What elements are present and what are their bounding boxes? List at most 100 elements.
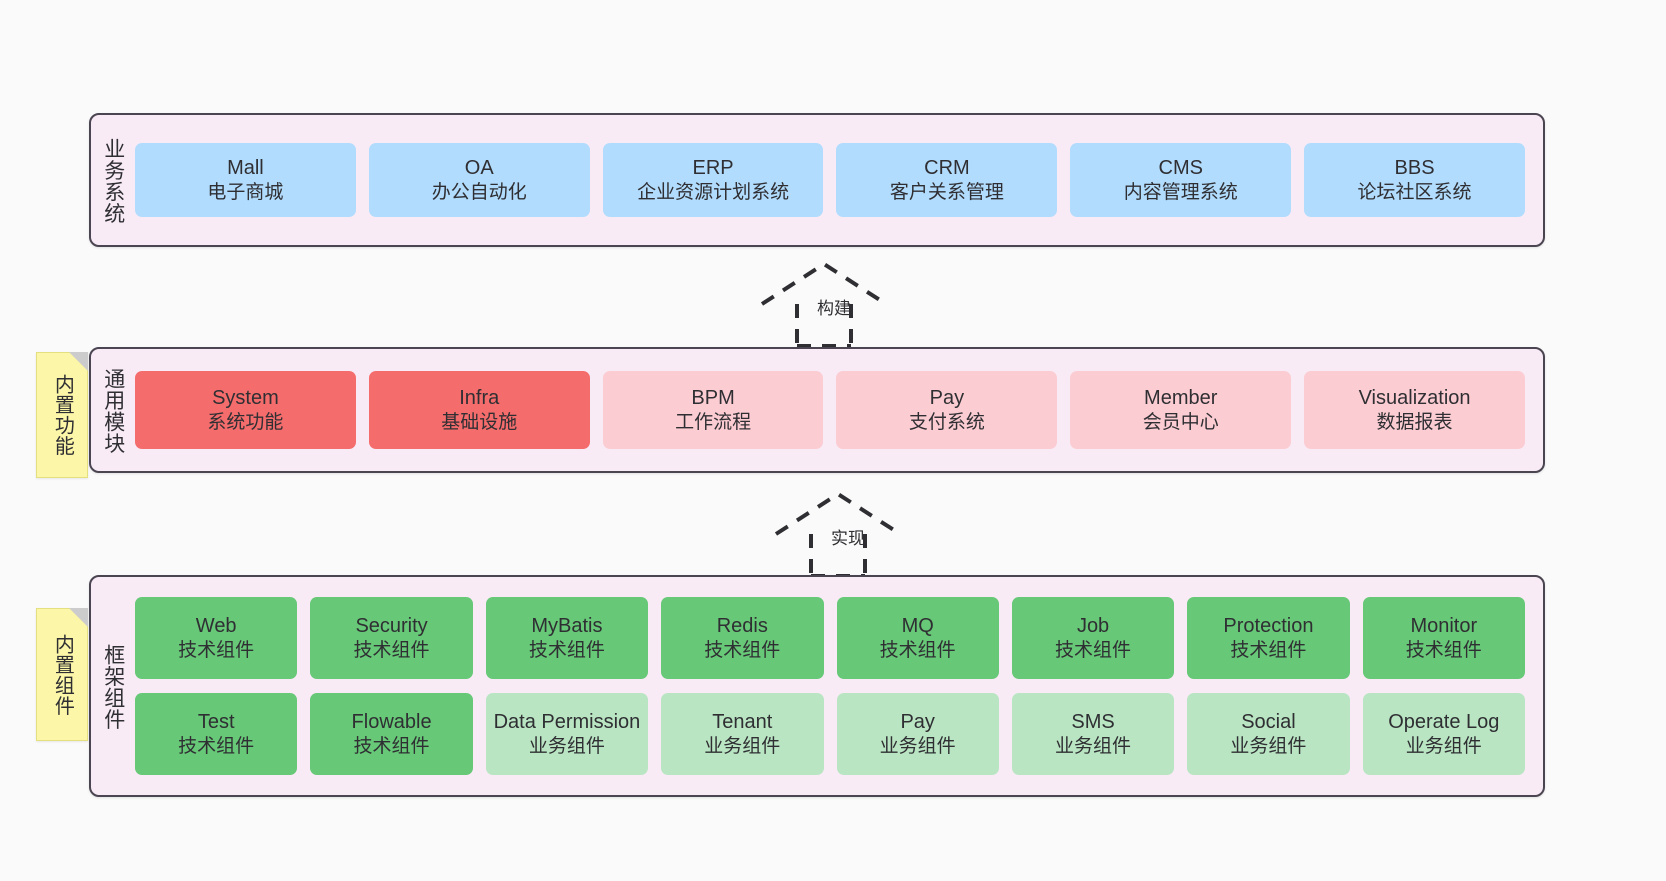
card-title-en: MyBatis: [531, 615, 603, 638]
card-title-cn: 技术组件: [178, 639, 255, 661]
card-mall[interactable]: Mall 电子商城: [135, 143, 356, 217]
card-title-cn: 数据报表: [1376, 411, 1453, 433]
card-title-en: Tenant: [712, 711, 773, 734]
card-bpm[interactable]: BPM 工作流程: [602, 371, 824, 449]
card-title-cn: 支付系统: [908, 411, 985, 433]
note-fold-corner-icon: [69, 352, 88, 371]
card-title-en: Mall: [227, 157, 264, 180]
card-title-cn: 会员中心: [1142, 411, 1219, 433]
connector-implement: 实现: [766, 486, 966, 578]
card-title-cn: 企业资源计划系统: [637, 181, 790, 203]
generalization-arrowhead-icon: [760, 261, 888, 306]
card-title-cn: 业务组件: [528, 735, 605, 757]
connector-implement-label: 实现: [831, 529, 865, 548]
card-security[interactable]: Security 技术组件: [310, 597, 473, 679]
card-title-en: Redis: [716, 615, 768, 638]
card-pay-module[interactable]: Pay 支付系统: [836, 371, 1058, 449]
card-pay-component[interactable]: Pay 业务组件: [836, 693, 999, 775]
card-title-cn: 技术组件: [1405, 639, 1482, 661]
card-title-en: Member: [1144, 387, 1218, 410]
sticky-note-label: 内置功能: [51, 374, 74, 456]
layer-common-title: 通用模块: [101, 368, 125, 454]
card-title-cn: 工作流程: [675, 411, 752, 433]
card-social[interactable]: Social 业务组件: [1187, 693, 1350, 775]
card-flowable[interactable]: Flowable 技术组件: [310, 693, 473, 775]
card-infra[interactable]: Infra 基础设施: [368, 371, 590, 449]
generalization-arrowhead-icon: [774, 491, 902, 536]
card-title-cn: 基础设施: [441, 411, 518, 433]
card-title-en: Infra: [459, 387, 500, 410]
card-title-cn: 业务组件: [1405, 735, 1482, 757]
card-title-en: Pay: [929, 387, 965, 410]
card-title-en: ERP: [692, 157, 734, 180]
card-system[interactable]: System 系统功能: [135, 371, 356, 449]
card-title-en: Pay: [900, 711, 935, 734]
card-title-cn: 电子商城: [207, 181, 284, 203]
card-sms[interactable]: SMS 业务组件: [1011, 693, 1175, 775]
card-title-en: Security: [355, 615, 428, 638]
card-member[interactable]: Member 会员中心: [1070, 371, 1292, 449]
layer-common-module[interactable]: 通用模块 System 系统功能 Infra 基础设施 BPM 工作流程 Pay…: [89, 347, 1545, 473]
card-oa[interactable]: OA 办公自动化: [368, 143, 590, 217]
card-title-cn: 业务组件: [1055, 735, 1132, 757]
card-cms[interactable]: CMS 内容管理系统: [1070, 143, 1292, 217]
card-data-permission[interactable]: Data Permission 业务组件: [485, 693, 649, 775]
layer-framework-body: Web 技术组件 Security 技术组件 MyBatis 技术组件 Redi…: [135, 577, 1543, 795]
card-mq[interactable]: MQ 技术组件: [836, 597, 999, 679]
card-operate-log[interactable]: Operate Log 业务组件: [1362, 693, 1525, 775]
card-title-cn: 技术组件: [178, 735, 255, 757]
sticky-note-builtin-features[interactable]: 内置功能: [36, 352, 88, 478]
card-monitor[interactable]: Monitor 技术组件: [1362, 597, 1525, 679]
card-test[interactable]: Test 技术组件: [135, 693, 298, 775]
card-title-cn: 系统功能: [207, 411, 284, 433]
card-title-en: CRM: [924, 157, 970, 180]
card-title-cn: 技术组件: [1055, 639, 1132, 661]
card-title-cn: 技术组件: [353, 735, 430, 757]
layer-common-body: System 系统功能 Infra 基础设施 BPM 工作流程 Pay 支付系统…: [135, 349, 1543, 471]
card-title-cn: 论坛社区系统: [1357, 181, 1472, 203]
card-title-en: BBS: [1394, 157, 1435, 180]
card-crm[interactable]: CRM 客户关系管理: [836, 143, 1058, 217]
card-title-cn: 内容管理系统: [1123, 181, 1238, 203]
sticky-note-builtin-components[interactable]: 内置组件: [36, 608, 88, 741]
card-title-cn: 业务组件: [1230, 735, 1307, 757]
card-title-cn: 技术组件: [704, 639, 781, 661]
sticky-note-label: 内置组件: [51, 633, 74, 716]
card-redis[interactable]: Redis 技术组件: [661, 597, 824, 679]
card-title-en: BPM: [691, 387, 735, 410]
card-title-en: Visualization: [1358, 387, 1471, 410]
card-title-en: Data Permission: [493, 711, 641, 734]
card-title-en: Monitor: [1410, 615, 1478, 638]
connector-build-label: 构建: [817, 299, 851, 318]
framework-tech-row: Web 技术组件 Security 技术组件 MyBatis 技术组件 Redi…: [135, 597, 1525, 679]
common-card-row: System 系统功能 Infra 基础设施 BPM 工作流程 Pay 支付系统…: [135, 371, 1525, 449]
card-title-en: Protection: [1223, 615, 1314, 638]
card-erp[interactable]: ERP 企业资源计划系统: [602, 143, 824, 217]
connector-build: 构建: [752, 256, 952, 348]
business-card-row: Mall 电子商城 OA 办公自动化 ERP 企业资源计划系统 CRM 客户关系…: [135, 143, 1525, 217]
card-job[interactable]: Job 技术组件: [1011, 597, 1175, 679]
card-visualization[interactable]: Visualization 数据报表: [1304, 371, 1525, 449]
note-fold-corner-icon: [69, 608, 88, 627]
framework-business-row: Test 技术组件 Flowable 技术组件 Data Permission …: [135, 693, 1525, 775]
layer-business-system[interactable]: 业务系统 Mall 电子商城 OA 办公自动化 ERP 企业资源计划系统 CRM…: [89, 113, 1545, 247]
card-title-en: SMS: [1071, 711, 1115, 734]
card-title-en: MQ: [901, 615, 934, 638]
card-web[interactable]: Web 技术组件: [135, 597, 298, 679]
card-mybatis[interactable]: MyBatis 技术组件: [485, 597, 649, 679]
card-title-en: Job: [1076, 615, 1110, 638]
card-title-en: Social: [1241, 711, 1296, 734]
card-title-cn: 业务组件: [879, 735, 956, 757]
card-title-cn: 业务组件: [704, 735, 781, 757]
layer-business-title: 业务系统: [101, 138, 125, 224]
card-title-en: System: [212, 387, 279, 410]
layer-framework-component[interactable]: 框架组件 Web 技术组件 Security 技术组件 MyBatis 技术组件…: [89, 575, 1545, 797]
card-title-en: Flowable: [351, 711, 432, 734]
card-title-en: Operate Log: [1388, 711, 1500, 734]
card-bbs[interactable]: BBS 论坛社区系统: [1304, 143, 1525, 217]
card-title-cn: 客户关系管理: [889, 181, 1004, 203]
layer-business-body: Mall 电子商城 OA 办公自动化 ERP 企业资源计划系统 CRM 客户关系…: [135, 115, 1543, 245]
card-tenant[interactable]: Tenant 业务组件: [661, 693, 824, 775]
card-protection[interactable]: Protection 技术组件: [1187, 597, 1350, 679]
